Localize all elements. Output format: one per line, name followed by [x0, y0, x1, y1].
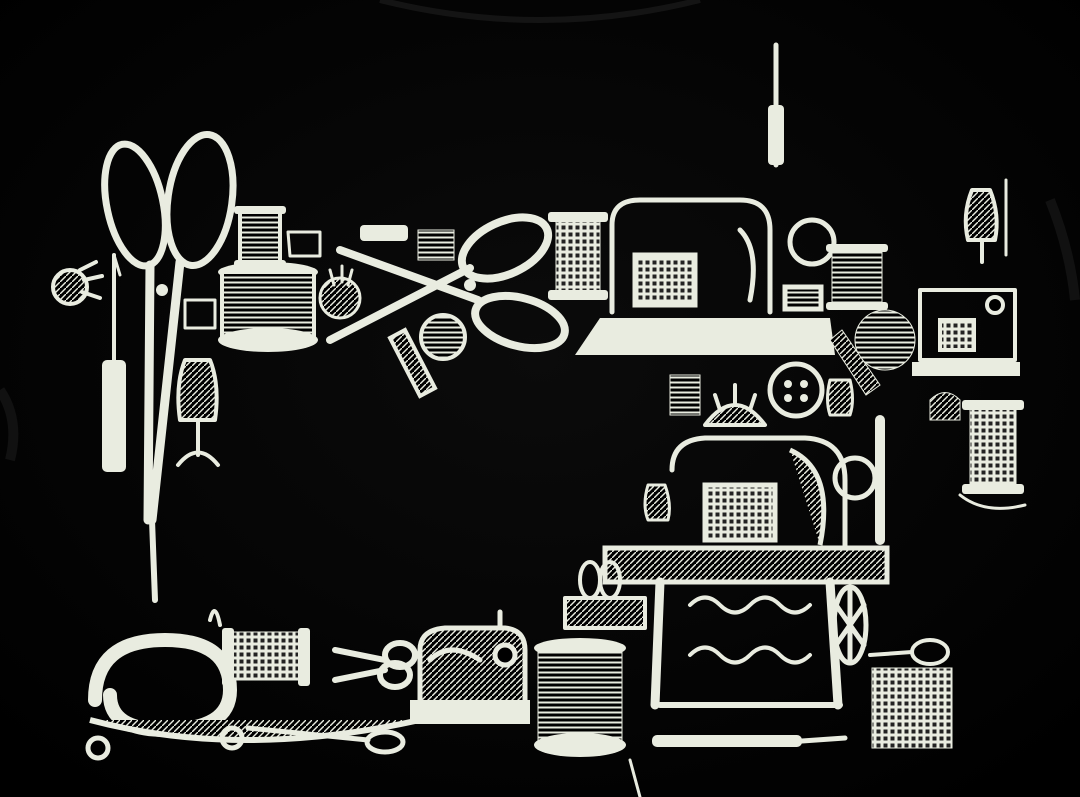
thread-spool-icon	[826, 244, 888, 310]
shirt-collar-seam	[379, 0, 701, 23]
seam-ripper-icon	[102, 253, 126, 472]
large-scissors-icon	[101, 130, 237, 603]
dress-form-icon	[643, 483, 671, 522]
thread-spool-icon	[208, 609, 310, 686]
needle-icon	[652, 735, 848, 747]
thread-spool-icon	[548, 212, 608, 300]
thread-spool-icon	[360, 225, 455, 261]
small-sewing-machine-icon	[183, 230, 322, 330]
sewing-machine-icon	[410, 609, 530, 724]
antique-sewing-machine-icon	[669, 415, 885, 551]
thimble-icon	[929, 392, 961, 421]
sewing-machine-icon	[563, 596, 647, 630]
shirt-sleeve-seam-right	[1045, 198, 1080, 301]
scissors-icon	[868, 638, 950, 666]
large-thread-spool-icon	[218, 262, 318, 352]
tailor-scissors-icon	[326, 213, 569, 353]
shirt-sleeve-seam-left	[0, 387, 19, 462]
sewing-machine-icon	[912, 288, 1020, 376]
tape-measure-roll-icon	[829, 309, 916, 396]
tape-measure-icon	[85, 633, 421, 761]
fabric-bolt-icon	[871, 667, 953, 749]
dress-form-icon	[176, 358, 220, 467]
thread-spool-icon	[958, 400, 1027, 510]
large-thread-spool-icon	[534, 638, 642, 797]
thread-spool-icon	[669, 374, 701, 416]
button-icon	[767, 361, 825, 419]
pincushion-icon	[51, 260, 104, 306]
treadle-table-icon	[602, 545, 890, 710]
vintage-sewing-machine-icon	[575, 197, 837, 355]
dress-form-icon	[826, 378, 854, 417]
scissors-icon	[245, 725, 406, 755]
thread-spool-icon	[234, 206, 286, 268]
pincushion-icon	[318, 264, 362, 320]
treadle-wheel-icon	[831, 584, 869, 666]
scissors-icon	[332, 640, 418, 690]
tape-measure-roll-icon	[387, 313, 467, 399]
needle-icon	[768, 42, 784, 168]
pincushion-icon	[703, 383, 767, 427]
dress-form-icon	[963, 178, 1008, 264]
